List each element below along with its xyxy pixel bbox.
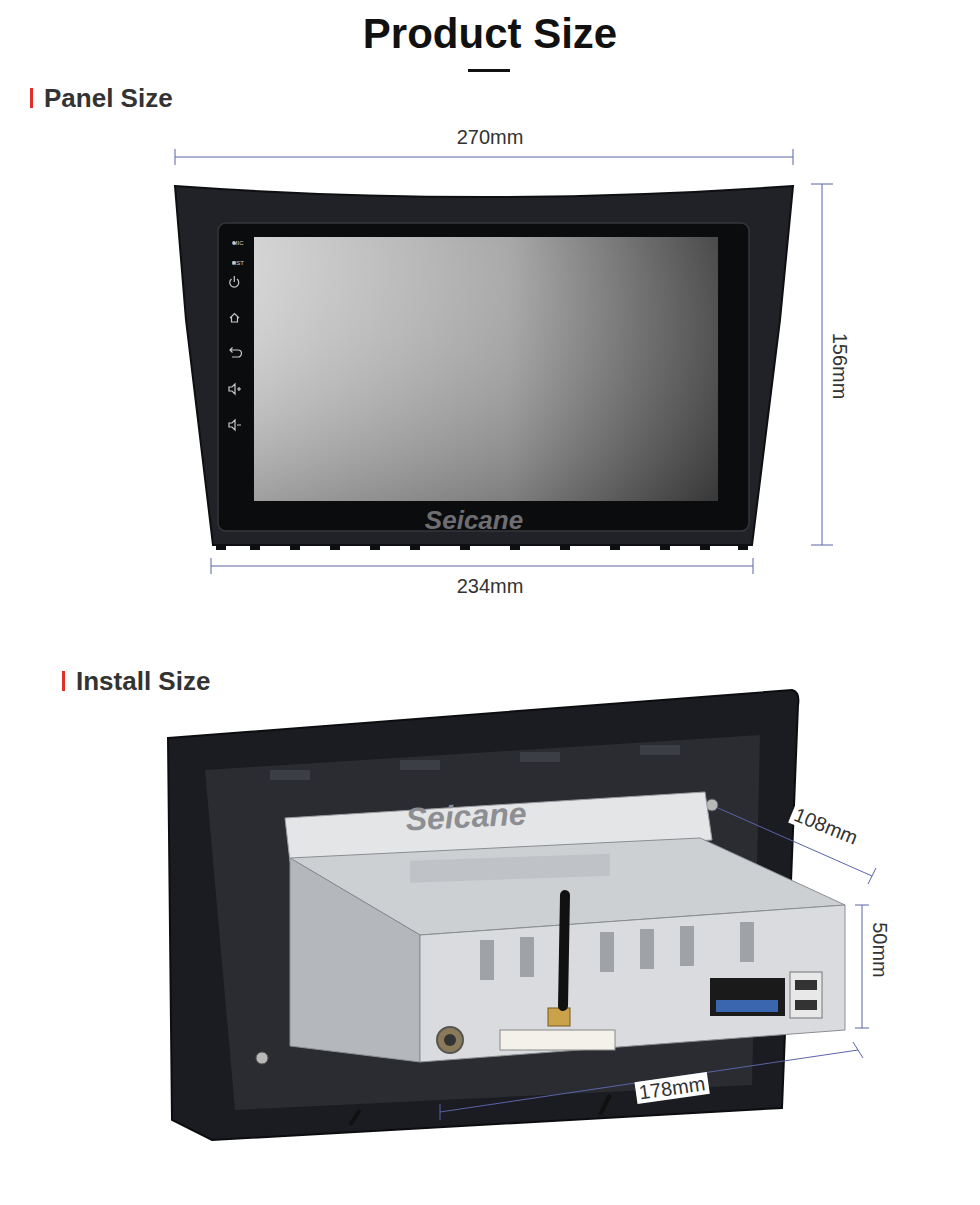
dimension-tick (175, 149, 176, 165)
dimension-tick (440, 1104, 441, 1120)
dimension-label: 50mm (869, 919, 891, 981)
chassis-side (290, 858, 420, 1062)
vent-slots (480, 922, 754, 980)
dimension-label: 270mm (454, 126, 527, 148)
usb-ports (790, 972, 822, 1018)
round-port-hole (444, 1034, 456, 1046)
back-icon (230, 348, 242, 358)
section-marker (62, 671, 65, 691)
panel-clips (216, 544, 748, 550)
dimension-lines (175, 149, 833, 574)
dimension-label: 234mm (454, 575, 527, 597)
volume-down-icon (229, 420, 241, 430)
dimension-tick (811, 184, 833, 185)
panel-frame (175, 186, 793, 545)
power-icon (230, 276, 239, 287)
harness-connector (710, 978, 785, 1016)
watermark: Seicane (425, 506, 523, 535)
usb-slot (795, 1000, 817, 1010)
dimension-tick (753, 558, 754, 574)
label-sticker (410, 854, 610, 883)
antenna-connector (548, 1008, 570, 1026)
watermark: Seicane (405, 796, 528, 837)
dimension-tick (853, 1042, 863, 1058)
dimension-line (862, 905, 863, 1028)
usb-slot (795, 980, 817, 990)
title-underline (468, 69, 510, 72)
harness-clip (716, 1000, 778, 1012)
dimension-line (822, 184, 823, 545)
frame-ribs (270, 745, 680, 780)
dimension-line (440, 1050, 858, 1112)
wire-connector (500, 1030, 615, 1050)
button-label: MIC (233, 240, 244, 247)
button-label: RST (232, 260, 244, 267)
screen-shade (254, 237, 718, 501)
dimension-label: 108mm (788, 802, 864, 850)
section-heading: Panel Size (44, 84, 173, 113)
mount-tabs (350, 1095, 610, 1125)
chassis-back (420, 905, 845, 1062)
volume-up-icon (229, 384, 241, 394)
dimension-lines (440, 808, 876, 1120)
section-heading: Install Size (76, 667, 210, 696)
button-icons (229, 242, 242, 430)
dimension-tick (793, 149, 794, 165)
screen (254, 237, 718, 501)
dimension-tick (855, 905, 869, 906)
antenna (563, 895, 565, 1006)
round-port (437, 1027, 463, 1053)
section-marker (30, 88, 33, 108)
screw (256, 1052, 268, 1064)
home-icon (230, 314, 239, 323)
dimension-label: 156mm (829, 330, 851, 403)
dimension-line (175, 157, 793, 158)
dimension-tick (211, 558, 212, 574)
dimension-tick (868, 868, 876, 884)
panel-bezel (218, 223, 749, 531)
dimension-line (211, 566, 753, 567)
dimension-tick (855, 1028, 869, 1029)
page-title: Product Size (363, 11, 617, 57)
dimension-tick (811, 545, 833, 546)
